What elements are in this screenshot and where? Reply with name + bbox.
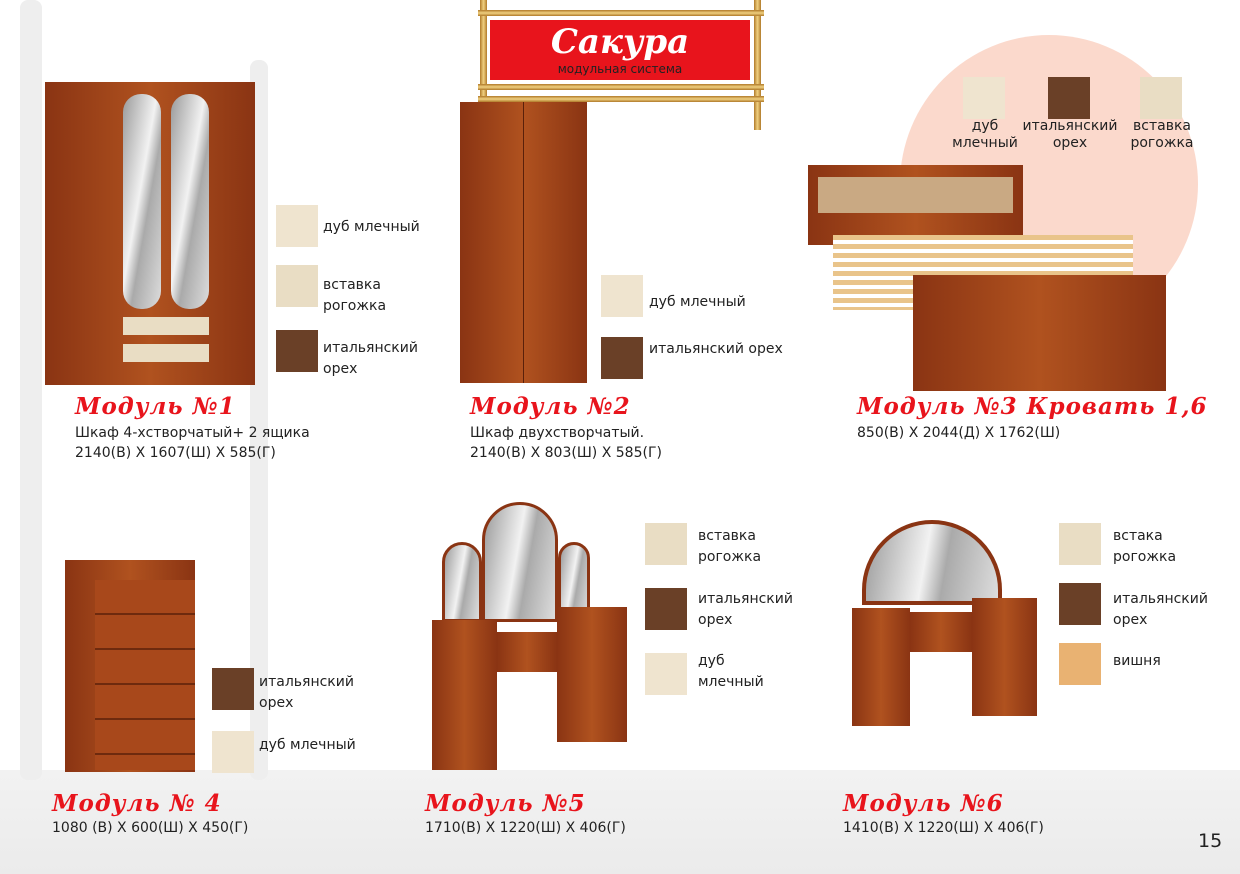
module-title: Модуль № 4 [52,790,222,817]
swatch-label: дуб млечный [698,653,764,690]
chest-of-drawers-image [65,560,195,772]
module-description: Шкаф 4-хстворчатый+ 2 ящика [75,425,310,441]
swatch-label: дуб млечный [649,294,746,310]
swatch-italyansky-oreh [601,337,643,379]
swatch-label: вставка рогожка [698,528,762,565]
module-dimensions: 1410(В) Х 1220(Ш) Х 406(Г) [843,820,1044,836]
swatch-dub-mlechny [645,653,687,695]
swatch-dub-mlechny [601,275,643,317]
dressing-table-triple-mirror-image [432,502,628,770]
swatch-vstavka-rogozhka [1059,523,1101,565]
bamboo-frame [478,0,764,130]
swatch-label: итальянский орех [698,591,793,628]
module-title: Модуль №3 Кровать 1,6 [857,393,1208,420]
background-ground [0,770,1240,874]
swatch-italyansky-oreh [645,588,687,630]
swatch-italyansky-oreh [1059,583,1101,625]
swatch-vstavka-rogozhka [645,523,687,565]
swatch-label: вишня [1113,653,1161,669]
bamboo-decoration [20,0,42,780]
swatch-dub-mlechny [212,731,254,773]
brand-subtitle: модульная система [557,62,683,76]
module-dimensions: 2140(В) Х 803(Ш) Х 585(Г) [470,445,662,461]
swatch-italyansky-oreh [212,668,254,710]
swatch-label: дуб млечный [323,219,420,235]
page-number: 15 [1198,830,1223,852]
swatch-label: итальянский орех [649,341,783,357]
wardrobe-4-door-image [45,82,255,385]
swatch-label: дуб млечный [952,118,1018,151]
swatch-italyansky-oreh [276,330,318,372]
swatch-dub-mlechny [276,205,318,247]
module-title: Модуль №5 [425,790,586,817]
swatch-label: вставка рогожка [1130,118,1194,151]
swatch-label: дуб млечный [259,737,356,753]
module-title: Модуль №1 [75,393,236,420]
module-dimensions: 2140(В) Х 1607(Ш) Х 585(Г) [75,445,276,461]
swatch-vishnya [1059,643,1101,685]
swatch-vstavka-rogozhka [276,265,318,307]
bed-image [808,165,1166,391]
module-dimensions: 1080 (В) Х 600(Ш) Х 450(Г) [52,820,249,836]
swatch-vstavka-rogozhka [1140,77,1182,119]
dressing-table-round-mirror-image [852,520,1037,726]
module-title: Модуль №6 [843,790,1004,817]
swatch-label: итальянский орех [323,340,418,377]
wardrobe-2-door-image [460,102,587,383]
module-dimensions: 850(В) Х 2044(Д) Х 1762(Ш) [857,425,1061,441]
brand-logo: Сакура [550,22,690,62]
swatch-label: итальянский орех [259,674,354,711]
swatch-dub-mlechny [963,77,1005,119]
swatch-label: вставка рогожка [323,277,387,314]
brand-banner [490,20,750,80]
module-description: Шкаф двухстворчатый. [470,425,645,441]
swatch-label: итальянский орех [1113,591,1208,628]
swatch-label: итальянский орех [1022,118,1118,151]
module-dimensions: 1710(В) Х 1220(Ш) Х 406(Г) [425,820,626,836]
module-title: Модуль №2 [470,393,631,420]
swatch-label: встака рогожка [1113,528,1177,565]
swatch-italyansky-oreh [1048,77,1090,119]
